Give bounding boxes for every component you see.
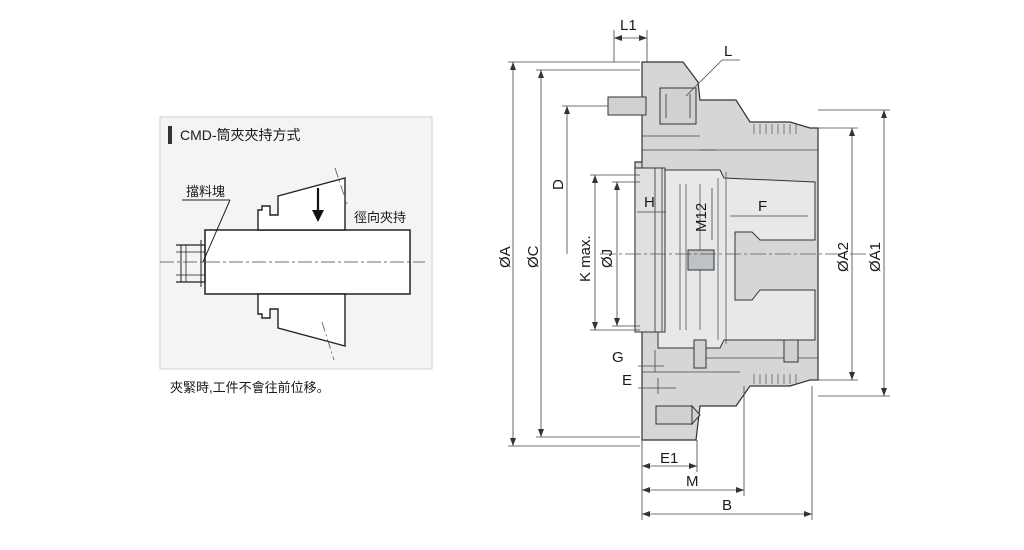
collet-lower (257, 293, 346, 347)
label-G: G (612, 349, 624, 366)
inset-title-bar (168, 126, 172, 144)
label-E1: E1 (660, 450, 678, 467)
label-L1: L1 (620, 17, 637, 34)
grease-fitting (693, 339, 799, 369)
radial-clamp-label: 徑向夾持 (354, 210, 406, 225)
chuck-bore (657, 169, 816, 349)
dimension-labels: L1 L D H M12 F ØA ØC K max. ØJ ØA2 ØA1 G… (497, 17, 884, 514)
label-D: D (550, 179, 567, 190)
thread-marks (753, 124, 797, 384)
dimension-arrowheads (510, 35, 887, 517)
stopper-block (176, 240, 206, 287)
label-M: M (686, 473, 699, 490)
label-L: L (724, 43, 732, 60)
radial-clamp-arrow-icon (312, 188, 324, 222)
label-Kmax: K max. (577, 235, 594, 282)
m12-hole (687, 249, 715, 271)
taper-line-upper (334, 167, 348, 205)
front-plate (634, 167, 666, 333)
label-phiJ: ØJ (599, 249, 616, 268)
inset-caption: 夾緊時,工件不會往前位移。 (170, 380, 330, 395)
stopper-leader-diag (202, 199, 231, 263)
label-E: E (622, 372, 632, 389)
taper-line-lower (321, 321, 335, 361)
section-lines (642, 135, 818, 373)
label-phiA2: ØA2 (835, 242, 852, 272)
label-F: F (758, 198, 767, 215)
dimension-lines (508, 30, 890, 520)
label-H: H (644, 194, 655, 211)
label-M12: M12 (693, 203, 710, 232)
chuck-section-view (600, 61, 870, 441)
label-phiC: ØC (525, 245, 542, 268)
inset-title: CMD-筒夾夾持方式 (180, 127, 301, 143)
mounting-bolt-top (607, 87, 697, 125)
inset-panel: CMD-筒夾夾持方式 擋料塊 徑向夾持 夾緊時,工件不會往前位移 (159, 116, 433, 395)
label-phiA: ØA (497, 246, 514, 268)
label-B: B (722, 497, 732, 514)
collet-upper (257, 177, 346, 231)
mounting-bolt-bottom (655, 404, 701, 426)
stopper-label: 擋料塊 (186, 184, 225, 199)
label-phiA1: ØA1 (867, 242, 884, 272)
